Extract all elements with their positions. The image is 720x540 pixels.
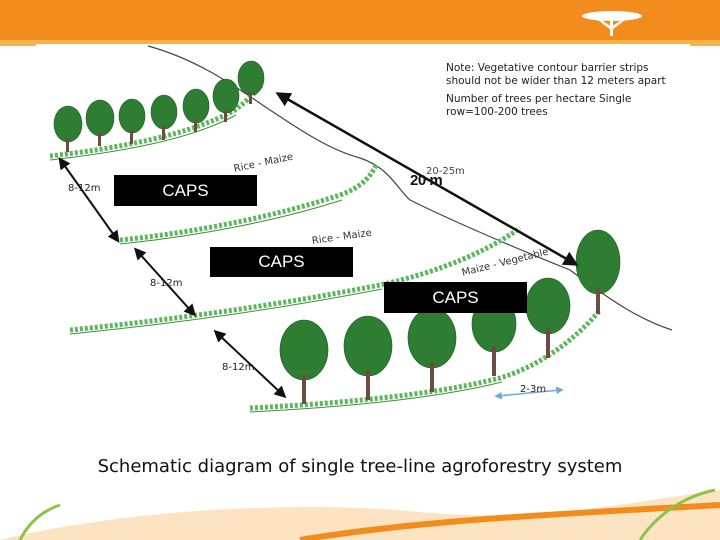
header-banner-strip — [0, 40, 720, 46]
tree — [118, 98, 146, 144]
tree-row-bottom — [279, 229, 621, 404]
footer-orange-swoosh — [299, 502, 720, 540]
footer-leaf-decoration-left — [18, 503, 61, 540]
contour-strip-4 — [249, 308, 602, 413]
note-contour-rule: Note: Vegetative contour barrier strips … — [446, 62, 666, 87]
tree — [150, 94, 178, 140]
note-box: Note: Vegetative contour barrier strips … — [446, 62, 666, 124]
tree — [575, 229, 621, 314]
footer-wave — [0, 490, 720, 540]
spacing-label-3: 8-12m — [222, 362, 255, 373]
caps-box-1: CAPS — [114, 175, 257, 206]
tree-spacing-arrow — [494, 386, 564, 400]
tree — [53, 105, 83, 152]
tree-row-top — [53, 60, 265, 152]
tree — [212, 78, 240, 122]
caps-box-2: CAPS — [210, 247, 353, 277]
tree — [182, 88, 210, 132]
spacing-arrow-1 — [58, 157, 120, 243]
tree — [237, 60, 265, 104]
tree — [343, 315, 393, 400]
note-tree-density: Number of trees per hectare Single row=1… — [446, 93, 632, 118]
tree-spacing-label: 2-3m — [520, 384, 547, 395]
spacing-label-2: 8-12m — [150, 278, 183, 289]
footer-leaf-decoration — [638, 488, 716, 540]
spacing-arrow-3 — [213, 329, 287, 399]
tree — [85, 99, 115, 146]
caps-box-3: CAPS — [384, 282, 527, 313]
spacing-label-1: 8-12m — [68, 183, 101, 194]
header-banner — [0, 0, 720, 44]
distance-label-underlying: 20-25m — [426, 166, 465, 177]
figure-caption: Schematic diagram of single tree-line ag… — [97, 456, 623, 477]
distance-label: 20 m — [410, 172, 443, 189]
acacia-logo-icon — [582, 11, 642, 36]
distance-arrow — [275, 92, 579, 266]
spacing-arrow-2 — [133, 247, 197, 317]
